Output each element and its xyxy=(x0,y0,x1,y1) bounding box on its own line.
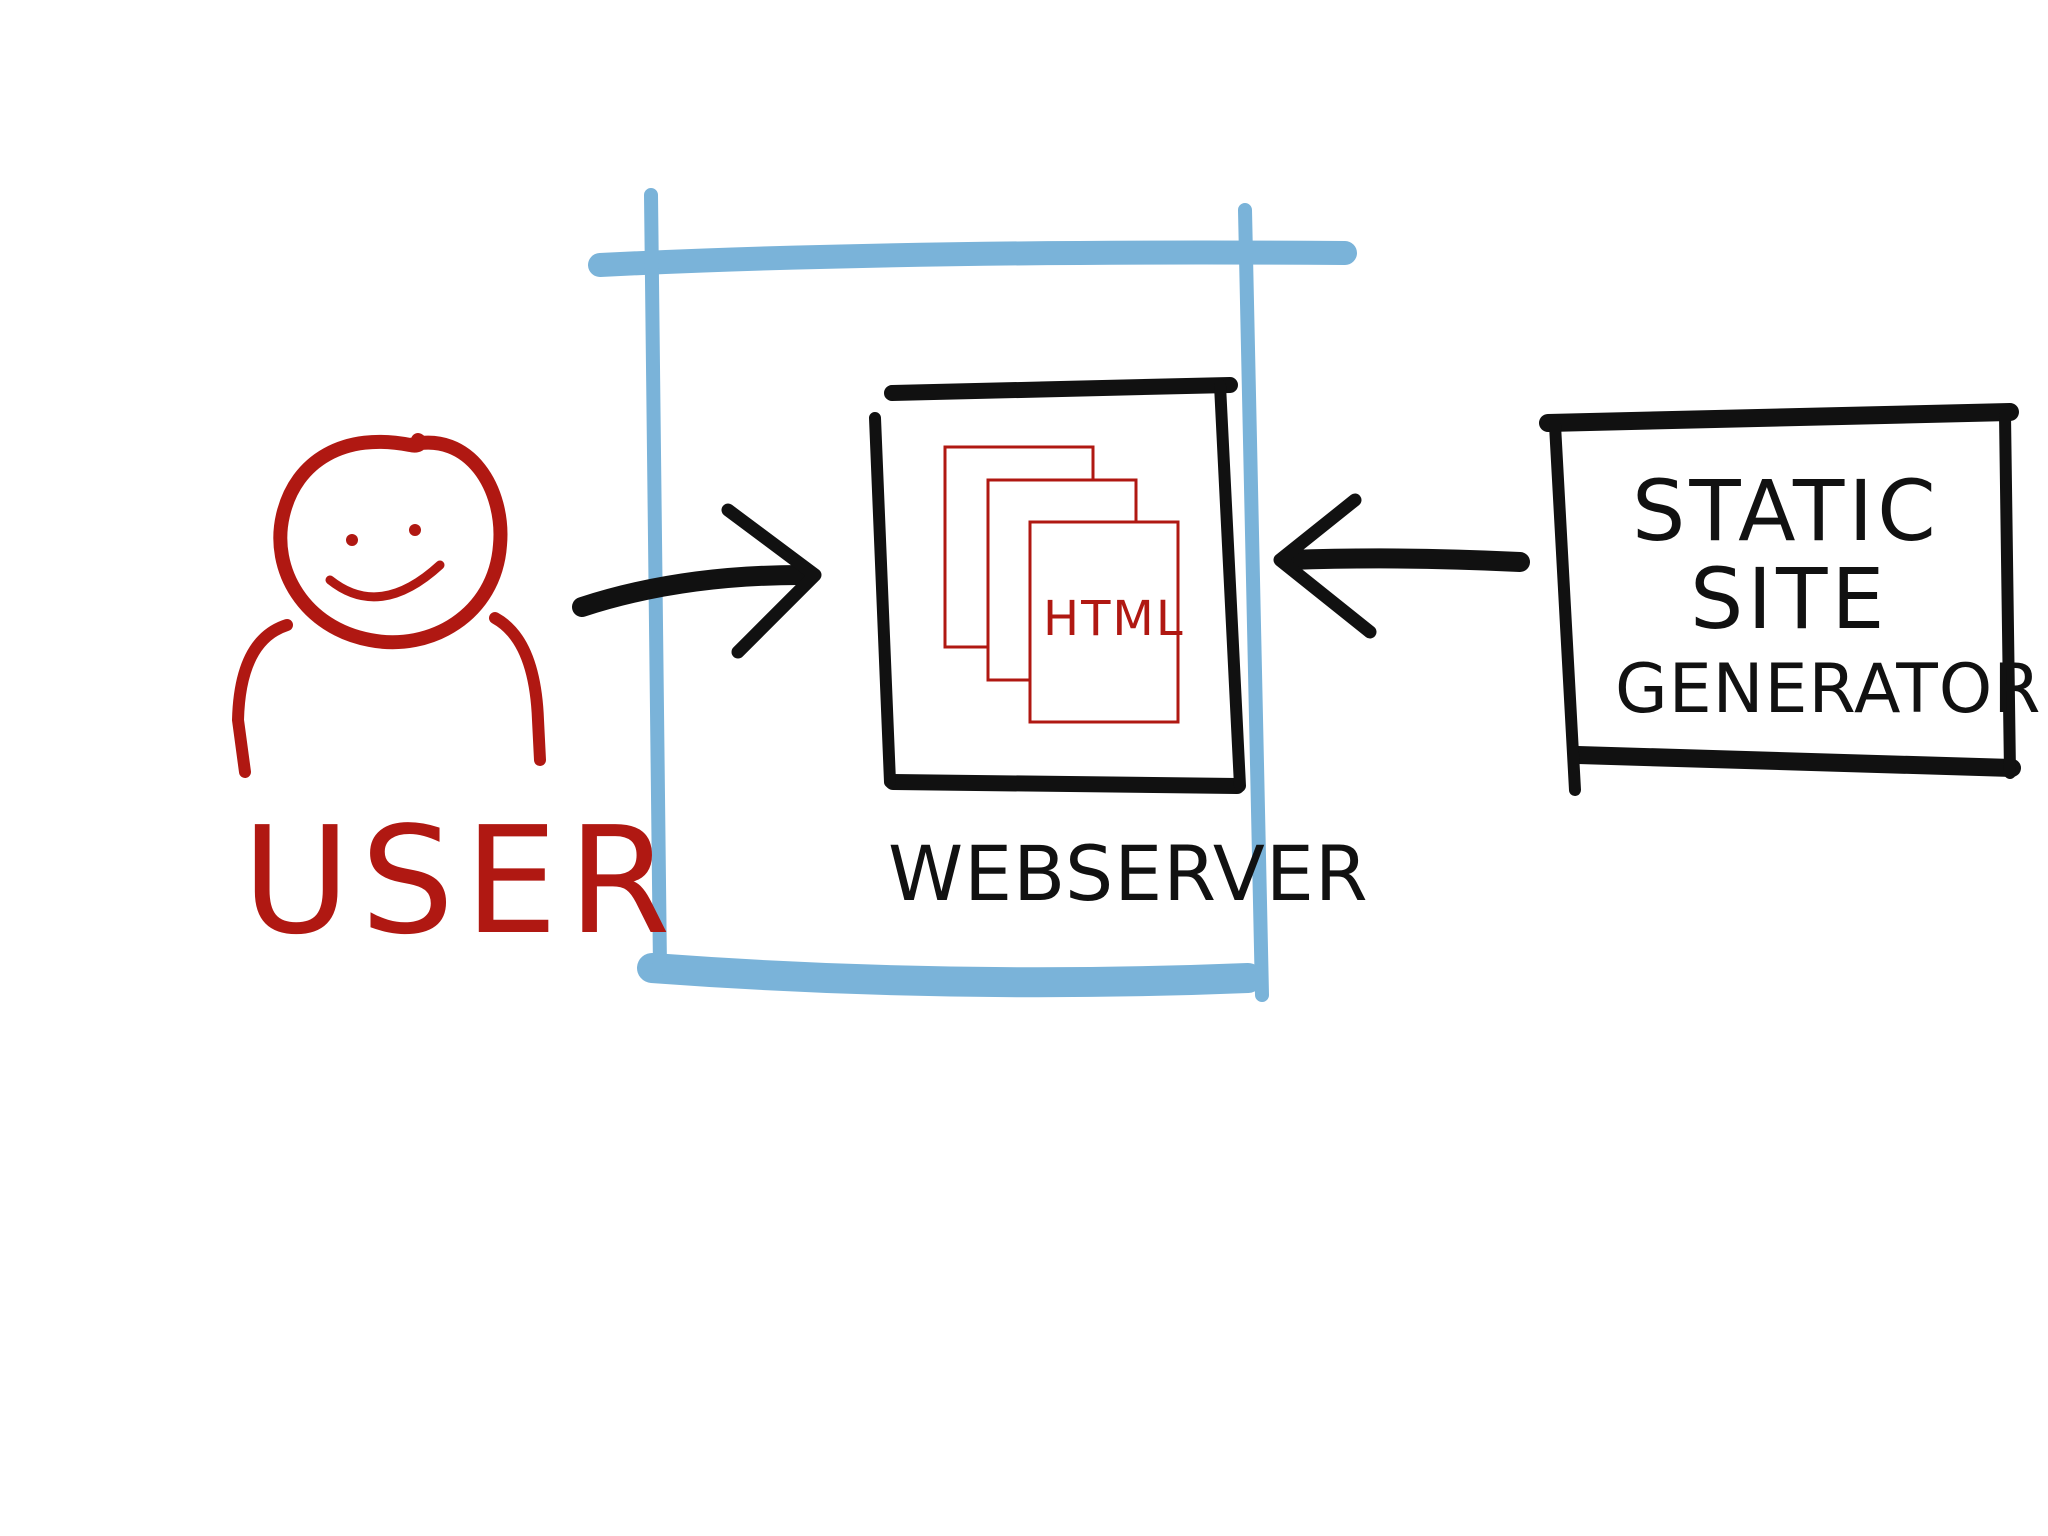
generator-top-edge xyxy=(1539,403,2019,432)
arrow-generator-to-webserver xyxy=(1273,493,1530,639)
generator-right-edge xyxy=(1999,409,2016,779)
html-file-label: HTML xyxy=(1043,591,1185,647)
user-left-eye xyxy=(346,534,358,546)
webserver-label: WEBSERVER xyxy=(888,829,1369,918)
webserver-left-edge xyxy=(869,412,896,788)
webserver-box xyxy=(869,377,1246,794)
user-left-shoulder xyxy=(232,619,293,778)
frame-bottom-stroke xyxy=(637,953,1263,998)
generator-box xyxy=(1539,403,2021,796)
generator-label-line2: SITE xyxy=(1690,550,1888,648)
arrow-head-right xyxy=(1273,493,1377,639)
arrow-shaft-right xyxy=(1280,548,1530,572)
user-right-shoulder xyxy=(489,612,546,766)
generator-left-edge xyxy=(1549,419,1581,796)
webserver-top-edge xyxy=(884,377,1238,401)
arrow-head-left xyxy=(721,503,822,659)
html-file-front xyxy=(1028,520,1180,724)
user-figure xyxy=(232,433,546,778)
webserver-right-edge xyxy=(1214,379,1246,792)
user-head xyxy=(273,433,508,650)
html-file-stack xyxy=(943,445,1180,724)
user-right-eye xyxy=(409,524,421,536)
frame-top-stroke xyxy=(588,240,1357,277)
generator-label-line1: STATIC xyxy=(1632,462,1940,560)
generator-bottom-edge xyxy=(1569,746,2021,777)
user-smile xyxy=(325,560,445,602)
generator-label-line3: GENERATOR xyxy=(1615,650,2042,729)
user-label: USER xyxy=(242,795,681,967)
webserver-bottom-edge xyxy=(885,774,1245,794)
frame-right-stroke xyxy=(1238,203,1269,1002)
arrow-user-to-webserver xyxy=(572,503,822,659)
arrow-shaft-left xyxy=(572,565,810,617)
